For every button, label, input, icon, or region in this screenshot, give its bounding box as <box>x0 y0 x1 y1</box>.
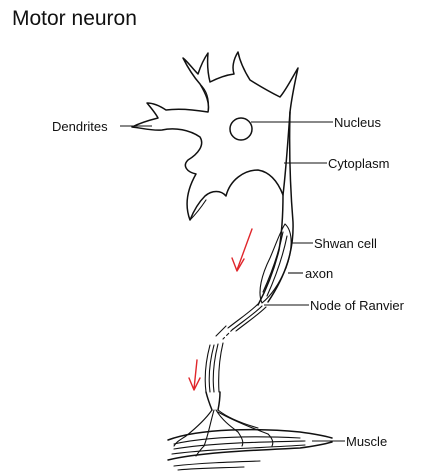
label-shwan-cell: Shwan cell <box>314 236 377 251</box>
nucleus-circle <box>230 118 252 140</box>
signal-arrow-lower <box>189 360 200 390</box>
muscle-fiber <box>168 430 332 470</box>
cell-body-outline <box>132 52 298 220</box>
axon-lower <box>205 343 223 410</box>
label-dendrites: Dendrites <box>52 119 108 134</box>
node-of-ranvier-segment <box>216 304 266 339</box>
label-axon: axon <box>305 266 333 281</box>
label-node-of-ranvier: Node of Ranvier <box>310 298 405 313</box>
signal-arrow-upper <box>232 229 252 271</box>
label-muscle: Muscle <box>346 434 387 449</box>
cell-body <box>132 52 298 220</box>
label-nucleus: Nucleus <box>334 115 381 130</box>
label-cytoplasm: Cytoplasm <box>328 156 389 171</box>
